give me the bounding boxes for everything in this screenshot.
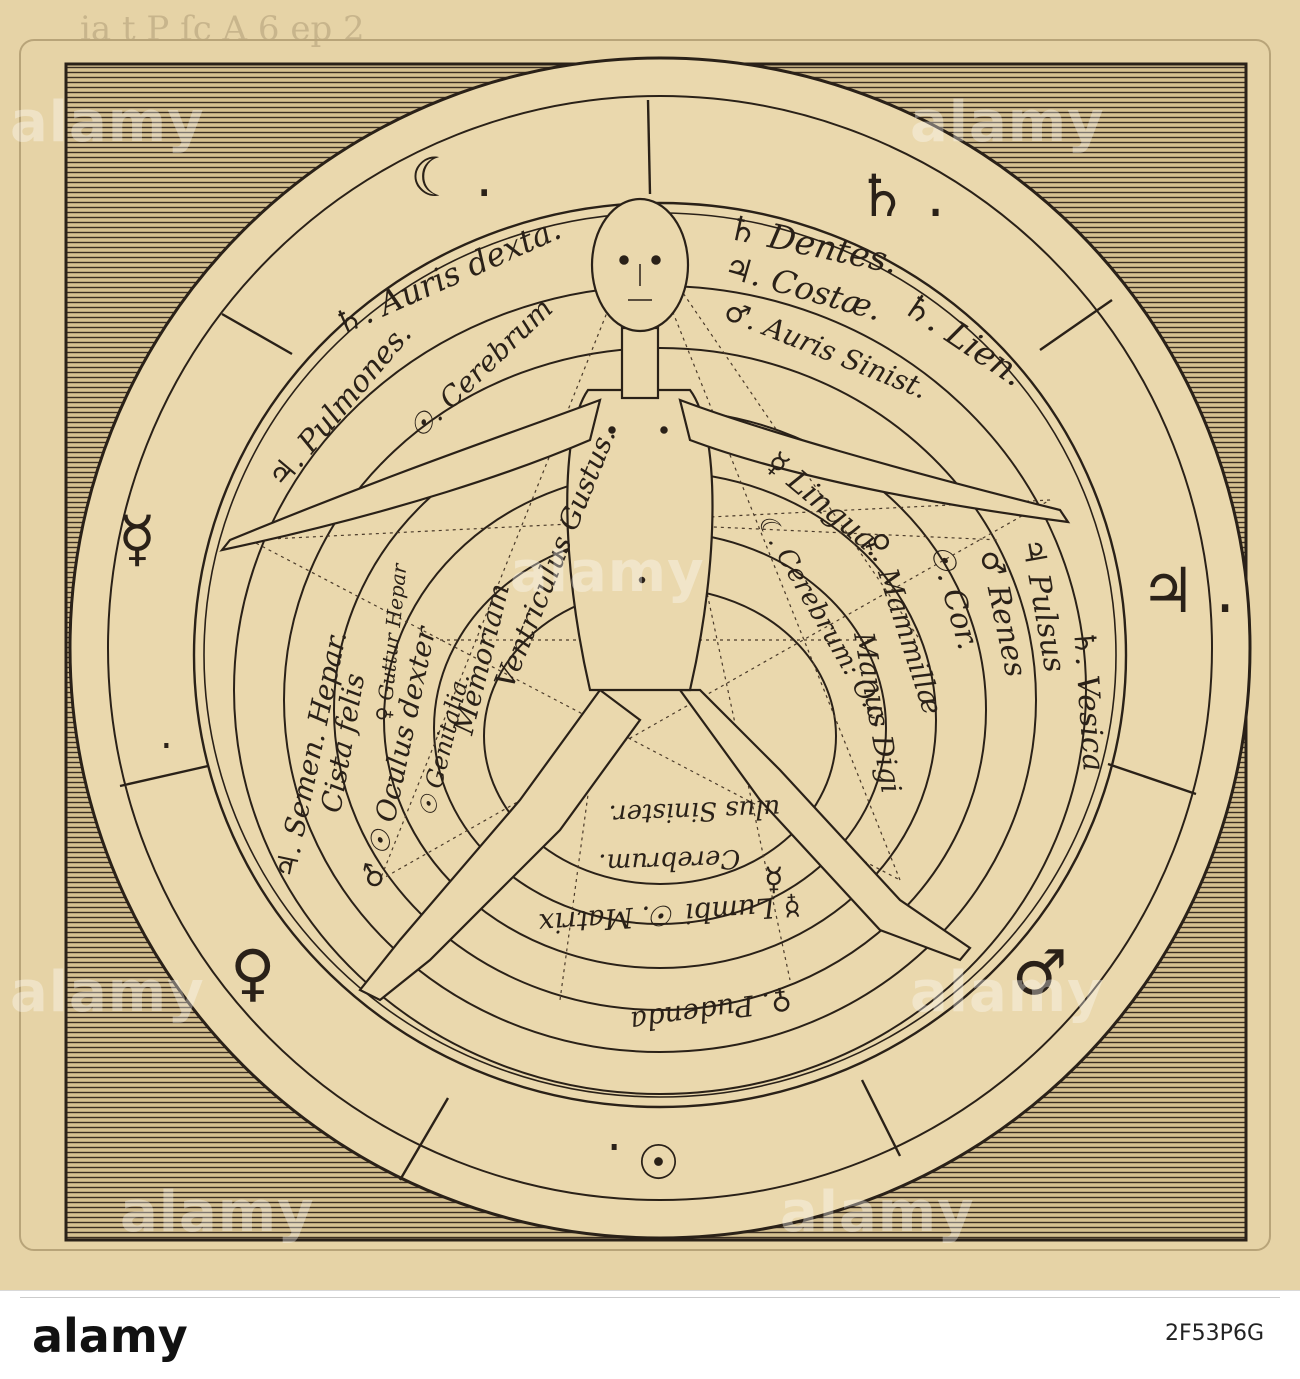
- sun-symbol: ☉ .: [606, 1132, 680, 1188]
- face-details: [608, 255, 668, 584]
- outer-planet-symbols: ☾ . ♄ . ☿ ♃ . . ♀ ♂ ☉ .: [118, 146, 1235, 1188]
- label-cerebrum-lower: Cerebrum.: [598, 843, 741, 878]
- outer-ring-inner-line: [107, 95, 1213, 1201]
- outer-ring-dividers: [119, 99, 1197, 1181]
- mars-symbol: ♂: [1012, 936, 1068, 1009]
- svg-text:ia t P ſc A 6 ep 2: ia t P ſc A 6 ep 2: [80, 9, 365, 49]
- engraving-plate: ia t P ſc A 6 ep 2 ... ex-: [19, 9, 1271, 1251]
- stock-footer: alamy 2F53P6G: [0, 1290, 1300, 1379]
- plate-mark: [19, 39, 1271, 1251]
- dot-symbol: .: [160, 712, 173, 758]
- label-oculus-sinister: ulus Sinister.: [608, 793, 781, 829]
- alamy-logo: alamy: [32, 1309, 188, 1363]
- engraving-page: ia t P ſc A 6 ep 2 ... ex-: [10, 9, 1271, 1251]
- venus-symbol: ♀: [230, 936, 275, 1009]
- mercury-symbol: ☿: [118, 502, 156, 575]
- planet-ring-boundary: [192, 201, 1128, 1109]
- human-figure: [219, 197, 1071, 1002]
- jupiter-symbol: ♃ .: [1140, 554, 1235, 627]
- image-code: 2F53P6G: [1165, 1321, 1264, 1346]
- footer-divider: [20, 1297, 1280, 1298]
- moon-symbol: ☾ .: [410, 146, 493, 209]
- mercury-lower-symbol: ☿: [764, 860, 784, 898]
- saturn-symbol: ♄ .: [856, 162, 945, 230]
